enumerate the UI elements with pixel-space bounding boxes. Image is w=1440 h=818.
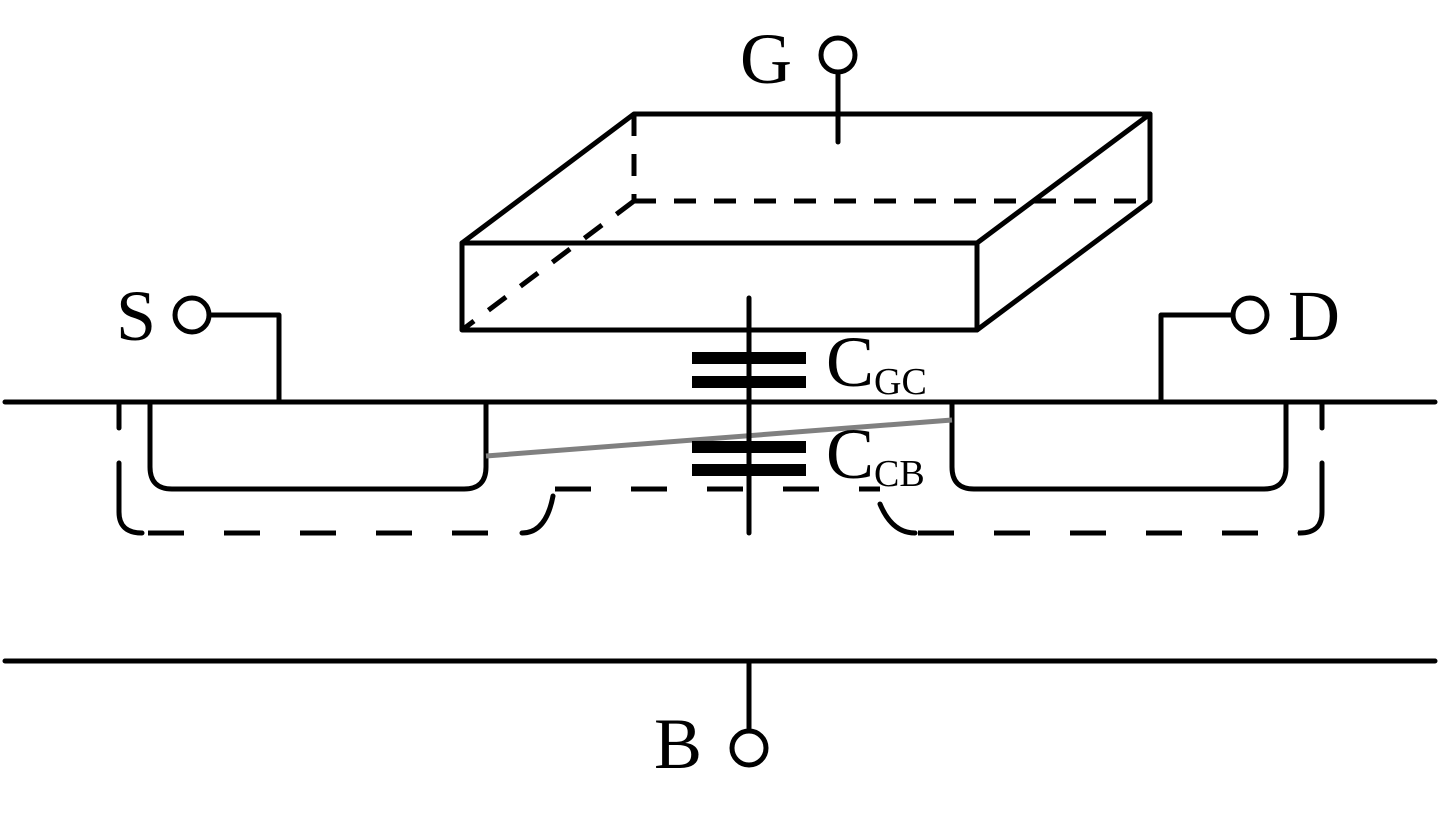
- cgc-label-sub: GC: [874, 361, 927, 403]
- drain-terminal: D: [1158, 276, 1340, 405]
- body-terminal-circle: [729, 728, 769, 768]
- cgc-label-main: C: [826, 322, 874, 402]
- drain-terminal-circle: [1230, 295, 1270, 335]
- drain-diffusion: [949, 401, 1289, 492]
- source-label: S: [116, 276, 156, 356]
- body-label: B: [654, 704, 702, 784]
- gate-hidden-edge-diagonal: [460, 199, 636, 332]
- depletion-left-corner: [116, 460, 145, 536]
- source-terminal-circle: [172, 295, 212, 335]
- source-lead: [206, 312, 282, 405]
- gate-terminal: G: [740, 19, 858, 145]
- drain-label: D: [1288, 276, 1340, 356]
- gate-right-face: [974, 111, 1153, 333]
- ccb-label-sub: CB: [874, 453, 925, 495]
- gate-front-face: [459, 240, 980, 333]
- capacitor-stack: CGC CCB: [692, 295, 927, 536]
- source-terminal: S: [116, 276, 282, 405]
- ccb-label-main: C: [826, 414, 874, 494]
- depletion-right-corner: [1297, 460, 1325, 536]
- cgc-label: CGC: [826, 322, 927, 403]
- depletion-right-drop: [877, 501, 918, 536]
- gate-top-face: [459, 111, 1153, 246]
- channel-line: [485, 417, 953, 459]
- ccb-label: CCB: [826, 414, 925, 495]
- gate-terminal-circle: [818, 35, 858, 75]
- gate-label: G: [740, 19, 792, 99]
- gate-electrode: [459, 111, 1153, 333]
- depletion-region: [116, 401, 1325, 536]
- body-terminal: B: [654, 658, 769, 784]
- source-diffusion: [147, 401, 489, 492]
- drain-lead: [1158, 312, 1236, 405]
- depletion-left-rise: [519, 493, 556, 536]
